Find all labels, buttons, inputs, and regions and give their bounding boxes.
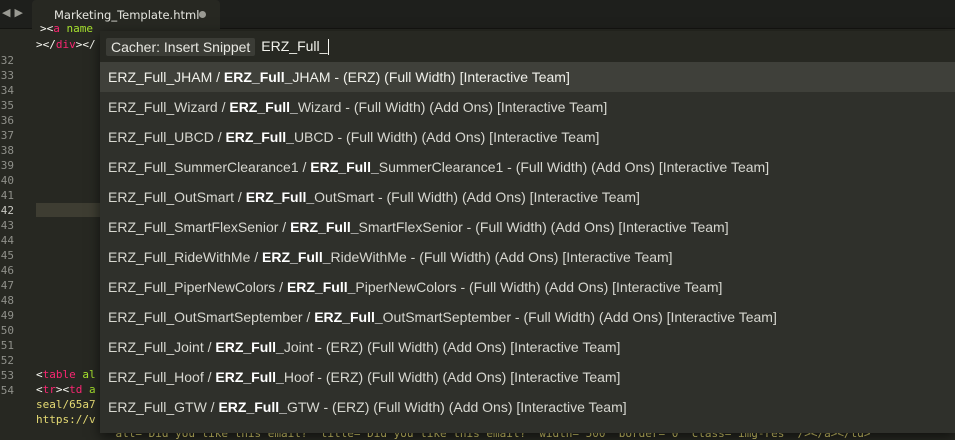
chevron-right-icon[interactable]: ▶ — [14, 6, 23, 19]
snippet-description: RideWithMe - (Full Width) (Add Ons) [Int… — [330, 249, 673, 265]
match-highlight: ERZ_Full_ — [223, 69, 293, 85]
line-number: 52 — [0, 354, 14, 367]
snippet-result-item[interactable]: ERZ_Full_OutSmart / ERZ_Full_OutSmart - … — [100, 182, 955, 212]
line-number: 39 — [0, 159, 14, 172]
snippet-name: ERZ_Full_OutSmartSeptember / — [108, 309, 315, 325]
snippet-name: ERZ_Full_SmartFlexSenior / — [108, 219, 291, 235]
line-number: 37 — [0, 129, 14, 142]
code-line-top-2: ></div></ — [36, 38, 96, 51]
code-line-53: <table al — [36, 368, 96, 381]
snippet-description: OutSmart - (Full Width) (Add Ons) [Inter… — [314, 189, 640, 205]
match-highlight: ERZ_Full_ — [218, 399, 287, 415]
line-number: 38 — [0, 144, 14, 157]
snippet-result-item[interactable]: ERZ_Full_Hoof / ERZ_Full_Hoof - (ERZ) (F… — [100, 362, 955, 392]
search-query[interactable]: ERZ_Full_ — [261, 37, 330, 56]
line-number: 53 — [0, 369, 14, 382]
snippet-name: ERZ_Full_JHAM / — [108, 69, 224, 85]
unsaved-dot-icon[interactable] — [199, 11, 206, 18]
tab-bar: ◀ ▶ Marketing_Template.html — [0, 0, 955, 29]
line-number: 49 — [0, 309, 14, 322]
snippet-result-item[interactable]: ERZ_Full_Wizard / ERZ_Full_Wizard - (Ful… — [100, 92, 955, 122]
line-number: 41 — [0, 189, 14, 202]
snippet-result-item[interactable]: ERZ_Full_OutSmartSeptember / ERZ_Full_Ou… — [100, 302, 955, 332]
code-line-top-1: ><a name — [40, 22, 93, 35]
match-highlight: ERZ_Full_ — [245, 189, 315, 205]
snippet-name: ERZ_Full_UBCD / — [108, 129, 226, 145]
snippet-description: SmartFlexSenior - (Full Width) (Add Ons)… — [358, 219, 729, 235]
match-highlight: ERZ_Full_ — [314, 309, 383, 325]
snippet-name: ERZ_Full_OutSmart / — [108, 189, 246, 205]
snippet-result-item[interactable]: ERZ_Full_GTW / ERZ_Full_GTW - (ERZ) (Ful… — [100, 392, 955, 422]
code-line-56: https://v — [36, 413, 96, 426]
tab-title: Marketing_Template.html — [54, 7, 200, 22]
match-highlight: ERZ_Full_ — [310, 159, 379, 175]
snippet-name: ERZ_Full_RideWithMe / — [108, 249, 263, 265]
line-number: 50 — [0, 324, 14, 337]
snippet-description: Joint - (ERZ) (Full Width) (Add Ons) [In… — [283, 339, 621, 355]
line-number: 47 — [0, 279, 14, 292]
snippet-result-item[interactable]: ERZ_Full_PiperNewColors / ERZ_Full_Piper… — [100, 272, 955, 302]
snippet-name: ERZ_Full_SummerClearance1 / — [108, 159, 311, 175]
snippet-name: ERZ_Full_GTW / — [108, 399, 219, 415]
snippet-result-item[interactable]: ERZ_Full_RideWithMe / ERZ_Full_RideWithM… — [100, 242, 955, 272]
code-line-55: seal/65a7 — [36, 398, 96, 411]
quick-panel: Cacher: Insert Snippet ERZ_Full_ ERZ_Ful… — [100, 31, 955, 433]
line-number: 44 — [0, 234, 14, 247]
snippet-description: PiperNewColors - (Full Width) (Add Ons) … — [355, 279, 723, 295]
snippet-name: ERZ_Full_PiperNewColors / — [108, 279, 287, 295]
match-highlight: ERZ_Full_ — [262, 249, 331, 265]
quick-panel-input[interactable]: Cacher: Insert Snippet ERZ_Full_ — [100, 31, 955, 62]
snippet-description: Wizard - (Full Width) (Add Ons) [Interac… — [297, 99, 608, 115]
snippet-description: Hoof - (ERZ) (Full Width) (Add Ons) [Int… — [283, 369, 621, 385]
snippet-description: UBCD - (Full Width) (Add Ons) [Interacti… — [293, 129, 600, 145]
line-number: 43 — [0, 219, 14, 232]
snippet-result-item[interactable]: ERZ_Full_UBCD / ERZ_Full_UBCD - (Full Wi… — [100, 122, 955, 152]
tab-nav-arrows: ◀ ▶ — [0, 4, 30, 22]
command-label: Cacher: Insert Snippet — [106, 37, 256, 56]
current-line-highlight — [36, 203, 106, 217]
match-highlight: ERZ_Full_ — [290, 219, 359, 235]
line-number: 45 — [0, 249, 14, 262]
snippet-name: ERZ_Full_Wizard / — [108, 99, 230, 115]
snippet-description: GTW - (ERZ) (Full Width) (Add Ons) [Inte… — [286, 399, 627, 415]
line-number: 46 — [0, 264, 14, 277]
match-highlight: ERZ_Full_ — [215, 339, 284, 355]
line-number: 48 — [0, 294, 14, 307]
snippet-description: SummerClearance1 - (Full Width) (Add Ons… — [378, 159, 770, 175]
match-highlight: ERZ_Full_ — [229, 99, 298, 115]
snippet-description: JHAM - (ERZ) (Full Width) [Interactive T… — [292, 69, 570, 85]
line-number: 36 — [0, 114, 14, 127]
line-number: 32 — [0, 54, 14, 67]
line-number: 42 — [0, 204, 14, 217]
code-line-54: <tr><td a — [36, 383, 96, 396]
line-number: 35 — [0, 99, 14, 112]
line-number: 51 — [0, 339, 14, 352]
snippet-result-item[interactable]: ERZ_Full_JHAM / ERZ_Full_JHAM - (ERZ) (F… — [100, 62, 955, 92]
line-number: 54 — [0, 384, 14, 397]
tab-marketing-template[interactable]: Marketing_Template.html — [32, 0, 220, 29]
snippet-result-item[interactable]: ERZ_Full_Joint / ERZ_Full_Joint - (ERZ) … — [100, 332, 955, 362]
snippet-result-item[interactable]: ERZ_Full_SmartFlexSenior / ERZ_Full_Smar… — [100, 212, 955, 242]
line-number: 40 — [0, 174, 14, 187]
line-number: 34 — [0, 84, 14, 97]
snippet-description: OutSmartSeptember - (Full Width) (Add On… — [382, 309, 777, 325]
text-caret — [328, 39, 330, 56]
match-highlight: ERZ_Full_ — [225, 129, 294, 145]
snippet-name: ERZ_Full_Joint / — [108, 339, 216, 355]
snippet-result-item[interactable]: ERZ_Full_SummerClearance1 / ERZ_Full_Sum… — [100, 152, 955, 182]
match-highlight: ERZ_Full_ — [286, 279, 356, 295]
chevron-left-icon[interactable]: ◀ — [2, 6, 11, 19]
snippet-name: ERZ_Full_Hoof / — [108, 369, 216, 385]
line-number: 33 — [0, 69, 14, 82]
line-number-gutter: 32 33 34 35 36 37 38 39 40 41 42 43 44 45 46 47 48 49 50 51… — [0, 29, 36, 433]
match-highlight: ERZ_Full_ — [215, 369, 284, 385]
